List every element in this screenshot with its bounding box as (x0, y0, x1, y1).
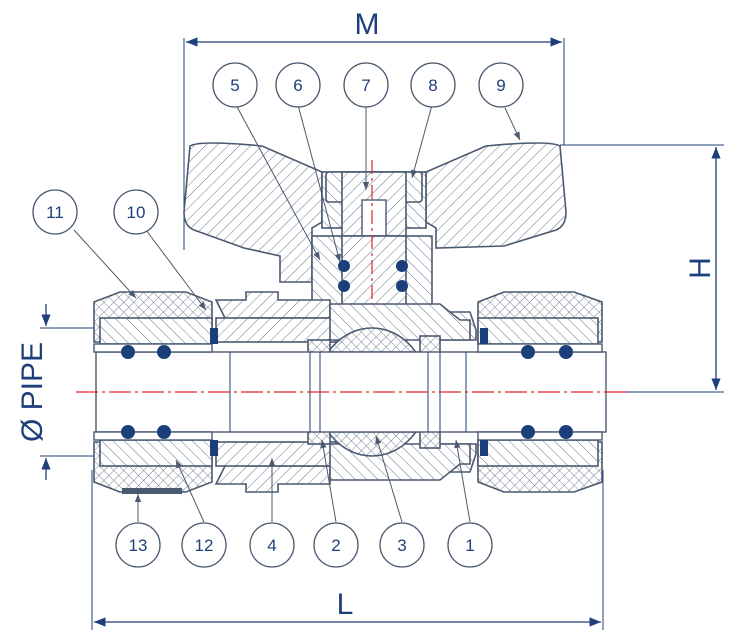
right-compression-fitting (477, 291, 603, 493)
callout-9-label: 9 (496, 76, 505, 95)
callout-7-label: 7 (361, 76, 370, 95)
dimension-pipe: Ø PIPE (16, 304, 120, 480)
callout-8: 8 (410, 62, 456, 108)
callout-2-label: 2 (331, 536, 340, 555)
callout-13: 13 (115, 522, 161, 568)
callout-4-label: 4 (267, 536, 276, 555)
callout-5: 5 (212, 62, 258, 108)
dimension-l: L (91, 470, 604, 630)
callout-7: 7 (343, 62, 389, 108)
callout-9: 9 (478, 62, 524, 108)
callout-10-label: 10 (127, 203, 146, 222)
flow-bore (76, 351, 626, 433)
callout-8-label: 8 (428, 76, 437, 95)
callout-4: 4 (249, 522, 295, 568)
valve-body (214, 291, 477, 493)
left-compression-fitting (93, 291, 213, 494)
callout-13-label: 13 (129, 536, 148, 555)
o-ring-seals (121, 260, 573, 456)
callout-3: 3 (379, 522, 425, 568)
dimension-pipe-label: Ø PIPE (16, 342, 49, 442)
callout-1-label: 1 (465, 536, 474, 555)
callout-11: 11 (32, 189, 78, 235)
callout-6: 6 (275, 62, 321, 108)
callout-10: 10 (113, 189, 159, 235)
dimension-m-label: M (355, 8, 380, 41)
callout-leaders (73, 104, 521, 523)
dimension-l-label: L (337, 588, 354, 621)
callout-2: 2 (313, 522, 359, 568)
callout-6-label: 6 (293, 76, 302, 95)
dimension-h: H (560, 144, 724, 393)
callout-3-label: 3 (397, 536, 406, 555)
callout-11-label: 11 (46, 203, 64, 222)
callout-5-label: 5 (230, 76, 239, 95)
callout-12-label: 12 (195, 536, 214, 555)
callout-12: 12 (181, 522, 227, 568)
callout-1: 1 (447, 522, 493, 568)
dimension-h-label: H (684, 257, 717, 279)
